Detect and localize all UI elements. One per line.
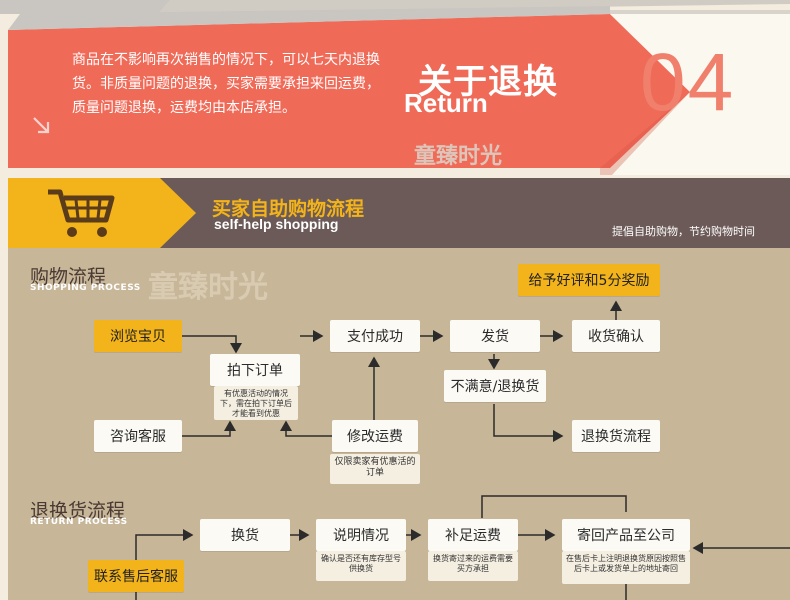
node-modify-fee: 修改运费 xyxy=(332,420,418,452)
node-exchange: 换货 xyxy=(200,519,290,551)
return-process-title: 退换货流程 xyxy=(30,500,126,522)
node-send-back-note: 在售后卡上注明退换货原因按照售后卡上或发货单上的地址寄回 xyxy=(562,551,690,584)
header-title-cn: 买家自助购物流程 xyxy=(212,198,365,220)
header-title-en: self-help shopping xyxy=(214,216,339,232)
node-add-fee: 补足运费 xyxy=(428,519,518,551)
shopping-process-subtitle: SHOPPING PROCESS xyxy=(30,283,141,293)
shopping-process-title: 购物流程 xyxy=(30,266,107,288)
node-contact: 联系售后客服 xyxy=(88,560,184,592)
section-number: 04 xyxy=(640,37,736,128)
return-banner: 商品在不影响再次销售的情况下，可以七天内退换货。非质量问题的退换，买家需要承担来… xyxy=(0,0,790,175)
return-title-en: Return xyxy=(404,88,488,118)
banner-shape xyxy=(8,6,790,175)
node-return-flow: 退换货流程 xyxy=(572,420,660,452)
node-modify-note: 仅限卖家有优惠活的订单 xyxy=(330,454,420,484)
self-help-header: 买家自助购物流程 self-help shopping 提倡自助购物，节约购物时… xyxy=(0,178,790,248)
shopping-cart-icon xyxy=(46,186,118,240)
node-unsatisfied: 不满意/退换货 xyxy=(444,370,546,402)
watermark-logo-2: 童臻时光 xyxy=(148,270,268,305)
return-process-subtitle: RETURN PROCESS xyxy=(30,517,128,527)
node-reward: 给予好评和5分奖励 xyxy=(518,264,660,296)
node-browse: 浏览宝贝 xyxy=(94,320,182,352)
return-title-cn: 关于退换 xyxy=(418,62,558,102)
node-consult: 咨询客服 xyxy=(94,420,182,452)
header-shape xyxy=(8,178,790,248)
node-add-fee-note: 换货寄过来的运费需要买方承担 xyxy=(428,551,518,581)
arrow-down-right-icon xyxy=(30,114,52,136)
node-explain-note: 确认是否还有库存型号供换货 xyxy=(316,551,406,581)
node-paid: 支付成功 xyxy=(330,320,420,352)
return-policy-text: 商品在不影响再次销售的情况下，可以七天内退换货。非质量问题的退换，买家需要承担来… xyxy=(72,52,380,116)
node-order-note: 有优惠活动的情况下，需在拍下订单后才能看到优惠 xyxy=(214,386,298,420)
node-send-back: 寄回产品至公司 xyxy=(562,519,690,551)
header-slogan: 提倡自助购物，节约购物时间 xyxy=(612,225,755,238)
node-order: 拍下订单 xyxy=(210,354,300,386)
watermark-logo: 童臻时光 xyxy=(414,144,503,169)
node-ship: 发货 xyxy=(450,320,540,352)
node-confirm: 收货确认 xyxy=(572,320,660,352)
node-explain: 说明情况 xyxy=(316,519,406,551)
